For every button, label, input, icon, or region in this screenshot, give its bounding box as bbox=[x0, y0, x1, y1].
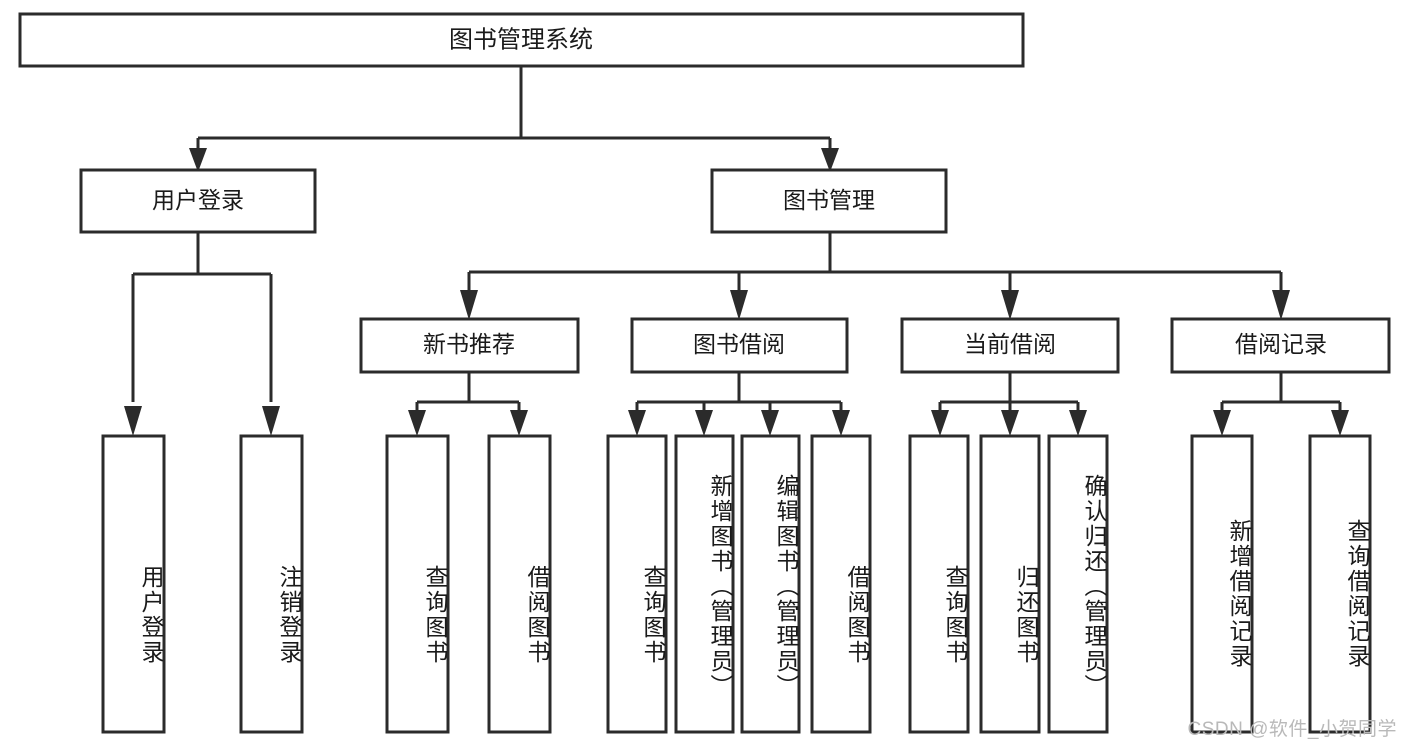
node-leaf-query-book-2-box[interactable] bbox=[606, 434, 668, 734]
node-borrow-record[interactable]: 借阅记录 bbox=[1170, 317, 1391, 374]
arrowhead-leaf-confirm-return bbox=[1069, 410, 1087, 436]
node-user-login[interactable]: 用户登录 bbox=[79, 168, 317, 234]
arrowhead-current-borrow bbox=[1001, 290, 1019, 320]
node-user-login-label: 用户登录 bbox=[152, 187, 244, 213]
connector-layer bbox=[124, 66, 1349, 436]
connector-user-login-bus bbox=[131, 232, 273, 402]
arrowhead-leaf-query-book-2 bbox=[628, 410, 646, 436]
arrowhead-leaf-borrow-book-2 bbox=[832, 410, 850, 436]
connector-borrow-record-bus bbox=[1220, 372, 1342, 412]
node-leaf-confirm-return-box[interactable] bbox=[1047, 434, 1109, 734]
arrowhead-leaf-add-book bbox=[695, 410, 713, 436]
node-leaf-return-book-box[interactable] bbox=[979, 434, 1041, 734]
arrowhead-user-login bbox=[189, 148, 207, 172]
node-leaf-borrow-book-2-box[interactable] bbox=[810, 434, 872, 734]
arrowhead-borrow-record bbox=[1272, 290, 1290, 320]
node-new-book-recommend[interactable]: 新书推荐 bbox=[359, 317, 580, 374]
arrowhead-leaf-edit-book bbox=[761, 410, 779, 436]
node-current-borrow[interactable]: 当前借阅 bbox=[900, 317, 1120, 374]
node-borrow-record-label: 借阅记录 bbox=[1235, 331, 1327, 357]
node-book-management[interactable]: 图书管理 bbox=[710, 168, 948, 234]
node-new-book-recommend-label: 新书推荐 bbox=[423, 331, 515, 357]
node-root-label: 图书管理系统 bbox=[449, 26, 593, 53]
arrowhead-leaf-borrow-book-1 bbox=[510, 410, 528, 436]
node-leaf-user-logout-box[interactable] bbox=[239, 434, 304, 734]
connector-new-book-recommend-bus bbox=[415, 372, 521, 412]
node-leaf-edit-book-box[interactable] bbox=[740, 434, 801, 734]
node-book-management-box[interactable] bbox=[710, 168, 948, 234]
arrowhead-leaf-user-logout bbox=[262, 406, 280, 436]
node-book-borrow-label: 图书借阅 bbox=[693, 331, 785, 357]
node-current-borrow-label: 当前借阅 bbox=[964, 331, 1056, 357]
arrowhead-book-management bbox=[821, 148, 839, 172]
node-leaf-add-record-box[interactable] bbox=[1190, 434, 1254, 734]
connector-current-borrow-bus bbox=[938, 372, 1080, 412]
connector-book-management-bus bbox=[467, 232, 1283, 290]
arrowhead-leaf-query-book-3 bbox=[931, 410, 949, 436]
node-book-borrow[interactable]: 图书借阅 bbox=[630, 317, 849, 374]
node-borrow-record-box[interactable] bbox=[1170, 317, 1391, 374]
node-book-management-label: 图书管理 bbox=[783, 187, 875, 213]
arrowhead-new-book-recommend bbox=[460, 290, 478, 320]
arrowhead-leaf-return-book bbox=[1001, 410, 1019, 436]
arrowhead-leaf-add-record bbox=[1213, 410, 1231, 436]
node-leaf-query-book-3-box[interactable] bbox=[908, 434, 970, 734]
node-root[interactable]: 图书管理系统 bbox=[18, 12, 1025, 68]
node-book-borrow-box[interactable] bbox=[630, 317, 849, 374]
node-user-login-box[interactable] bbox=[79, 168, 317, 234]
node-new-book-recommend-box[interactable] bbox=[359, 317, 580, 374]
connector-book-borrow-bus bbox=[635, 372, 843, 412]
node-leaf-query-book-1-box[interactable] bbox=[385, 434, 450, 734]
arrowhead-leaf-user-login bbox=[124, 406, 142, 436]
node-root-box[interactable] bbox=[18, 12, 1025, 68]
node-leaf-query-record-box[interactable] bbox=[1308, 434, 1372, 734]
node-leaf-user-login-box[interactable] bbox=[101, 434, 166, 734]
connector-root-bus bbox=[196, 66, 832, 158]
node-leaf-add-book-box[interactable] bbox=[674, 434, 735, 734]
watermark-text: CSDN @软件_小贺同学 bbox=[1187, 719, 1397, 740]
node-leaf-borrow-book-1-box[interactable] bbox=[487, 434, 552, 734]
arrowhead-leaf-query-record bbox=[1331, 410, 1349, 436]
node-current-borrow-box[interactable] bbox=[900, 317, 1120, 374]
arrowhead-book-borrow bbox=[730, 290, 748, 320]
arrowhead-leaf-query-book-1 bbox=[408, 410, 426, 436]
